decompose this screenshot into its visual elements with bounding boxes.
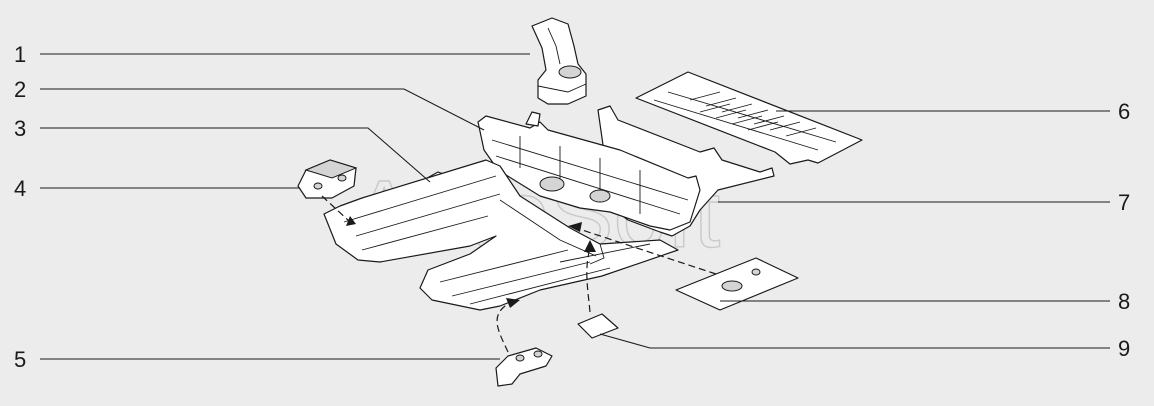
- part-rear-wheel-arch: [531, 17, 587, 105]
- part-rear-cross-member: [477, 105, 775, 237]
- part-rear-bracket: [495, 347, 553, 387]
- callout-1: 1: [14, 42, 26, 67]
- callout-3: 3: [14, 116, 26, 141]
- callout-5: 5: [14, 347, 26, 372]
- callout-leaders: [40, 53, 1110, 360]
- part-small-cover-plate: [577, 313, 619, 339]
- callout-9: 9: [1118, 336, 1130, 361]
- part-rear-floor-panel: [635, 71, 863, 165]
- assembly-dashed-lines: [321, 195, 717, 353]
- leader-9: [599, 333, 1110, 349]
- callout-6: 6: [1118, 99, 1130, 124]
- callout-4: 4: [14, 176, 26, 201]
- leader-3: [40, 127, 431, 183]
- part-tunnel-plate: [675, 257, 799, 311]
- part-front-bracket: [297, 159, 358, 199]
- callout-7: 7: [1118, 190, 1130, 215]
- callout-labels: 1 2 3 4 5 6 7 8 9: [14, 42, 1130, 372]
- callout-2: 2: [14, 77, 26, 102]
- leader-2: [40, 88, 485, 131]
- callout-8: 8: [1118, 289, 1130, 314]
- part-main-floor-panel: [323, 159, 679, 311]
